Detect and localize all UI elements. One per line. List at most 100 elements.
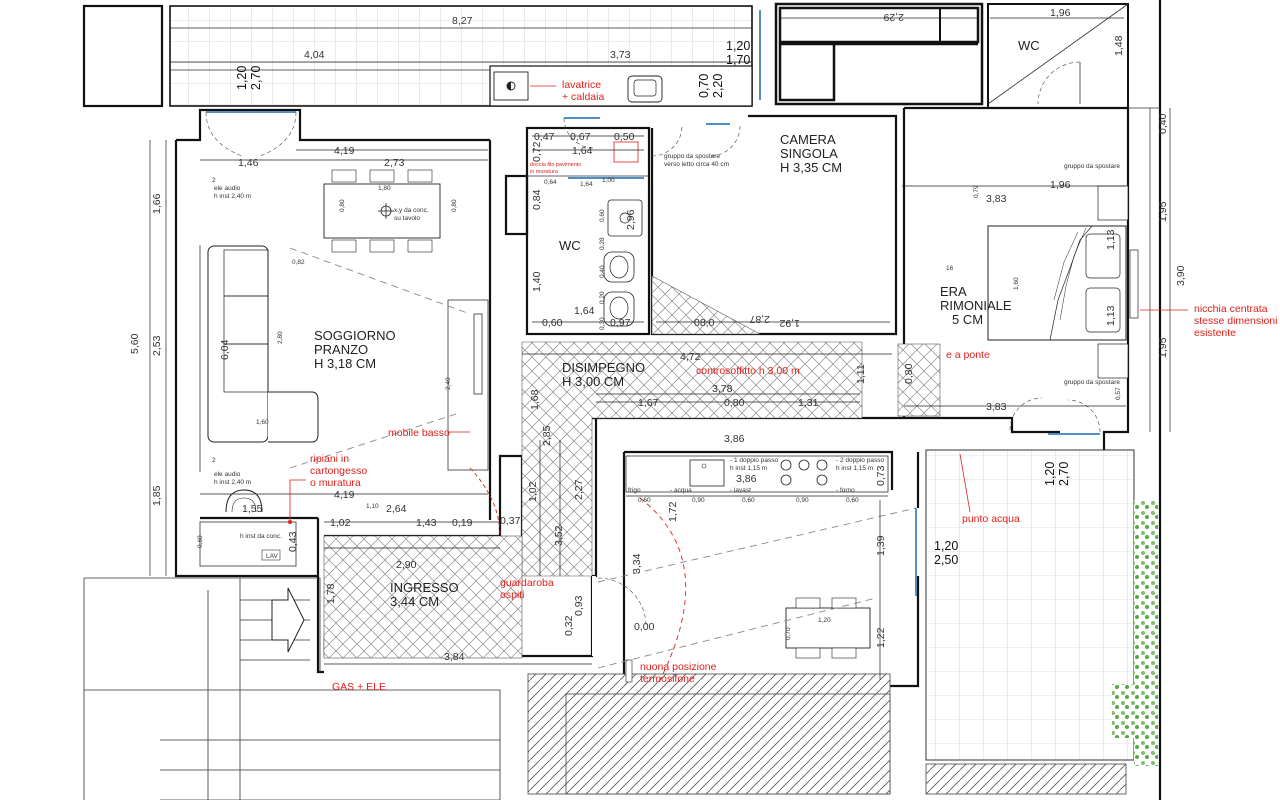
closet-block — [759, 2, 984, 106]
note-2a: 2 — [212, 457, 216, 464]
note-nicchia-2: stesse dimensioni — [1194, 315, 1277, 327]
note-forno: - forno — [836, 487, 855, 494]
dim-d373: 3,73 — [610, 49, 631, 61]
dim-d097: 0,97 — [610, 317, 631, 329]
right-terrace — [925, 449, 1158, 766]
dim-d072: 0,72 — [531, 141, 543, 162]
dim-d472: 4,72 — [680, 351, 701, 363]
dim-d143: 1,43 — [416, 517, 437, 529]
dim-d060b: 0,60 — [742, 497, 755, 504]
dim-d037: 0,37 — [500, 515, 521, 527]
camera-singola-height: H 3,35 CM — [780, 160, 842, 175]
dim-d383b: 3,83 — [986, 401, 1007, 413]
matrimoniale-name2: RIMONIALE — [940, 298, 1012, 313]
wc-top-room — [987, 3, 1129, 109]
dim-d100: 1,00 — [602, 177, 615, 184]
dim-d378: 3,78 — [712, 383, 733, 395]
note-frigo: frigo — [628, 487, 641, 494]
camera-singola-name: CAMERA — [780, 132, 836, 147]
note-doccia-2: in muratura — [530, 169, 559, 175]
dim-d060k: 0,60 — [638, 497, 651, 504]
dim-d390: 3,90 — [1175, 265, 1187, 286]
dim-d192: 1,92 — [779, 317, 800, 329]
windows — [206, 111, 1100, 596]
dim-d111: 1,11 — [855, 364, 867, 384]
kitchen-table — [785, 597, 871, 659]
dim-d060c: 0,60 — [846, 497, 859, 504]
note-doccia-1: doccia filo pavimento — [530, 162, 581, 168]
dim-d139: 1,39 — [875, 535, 887, 556]
dim-d264: 2,64 — [386, 503, 407, 515]
note-2b: 2 — [212, 177, 216, 184]
note-h-inst-2: h inst 2,40 m — [214, 479, 251, 486]
dim-d140: 1,40 — [531, 271, 543, 292]
dim-d196b: 1,96 — [1050, 179, 1071, 191]
dim-d060: 0,60 — [542, 317, 563, 329]
dim-d172: 1,72 — [667, 501, 679, 522]
dim-d164b: 1,64 — [574, 305, 595, 317]
washing-machine — [493, 71, 529, 101]
tv-unit — [447, 299, 489, 471]
dim-d032: 0,32 — [563, 615, 575, 636]
note-controsoffitto: controsoffitto h 3,00 m — [696, 365, 800, 377]
dim-d080t1: 0,80 — [339, 199, 346, 212]
wc-bath-name: WC — [559, 238, 581, 253]
dim-d000: 0,00 — [634, 621, 655, 633]
dim-d164: 1,64 — [572, 145, 593, 157]
ingresso-height: 3,44 CM — [390, 594, 439, 609]
dim-d019: 0,19 — [452, 517, 473, 529]
note-guardaroba-1: guardaroba — [500, 577, 554, 589]
dim-d270a: 2,70 — [249, 66, 263, 90]
note-mobile-basso: mobile basso — [388, 427, 450, 439]
utility-sink — [627, 75, 663, 103]
dim-d229: 2,29 — [883, 11, 904, 23]
dim-d285: 2,85 — [541, 425, 553, 446]
dim-d016: 16 — [946, 265, 954, 272]
dim-d120d: 1,20 — [1043, 462, 1057, 486]
dim-d079: 0,79 — [973, 185, 980, 198]
dim-d080: 08,0 — [694, 317, 715, 329]
dim-d043: 0,43 — [287, 531, 299, 552]
note-h-inst-1: h inst 2,40 m — [214, 193, 251, 200]
dim-d120b: 1,20 — [235, 66, 249, 90]
dim-d185: 1,85 — [151, 485, 163, 506]
dim-d227: 2,27 — [573, 479, 585, 500]
note-gruppo-3: gruppo da spostare — [1064, 379, 1120, 386]
soggiorno-name: SOGGIORNO — [314, 328, 396, 343]
bath-fixtures — [603, 141, 643, 327]
living-shelf — [199, 521, 297, 567]
dim-d120a: 1,20 — [726, 39, 750, 53]
dim-d146: 1,46 — [238, 157, 259, 169]
dim-d082: 0,82 — [292, 259, 305, 266]
dim-d122: 1,22 — [875, 627, 887, 648]
dim-d040: 0,40 — [1157, 113, 1169, 134]
dim-d240: 2,40 — [445, 377, 452, 390]
dim-d334: 3,34 — [631, 553, 643, 574]
double-bed — [987, 185, 1139, 379]
disimpegno-height: H 3,00 CM — [562, 374, 624, 389]
dim-d110: 1,10 — [366, 503, 379, 510]
dim-d160b: 1,60 — [1013, 277, 1020, 290]
soggiorno-height: H 3,18 CM — [314, 356, 376, 371]
radiator — [625, 659, 633, 683]
dim-d113a: 1,13 — [1105, 229, 1117, 250]
dim-d050: 0,50 — [614, 131, 635, 143]
note-ripiani-2: cartongesso — [310, 465, 367, 477]
note-doppio-1: - 1 doppio passo — [730, 457, 778, 464]
dim-d164b: 1,64 — [580, 181, 593, 188]
dim-d167: 1,67 — [638, 397, 659, 409]
dim-d028: 0,28 — [599, 237, 606, 250]
dim-d352: 3,52 — [553, 525, 565, 546]
dim-d560: 5,60 — [129, 333, 141, 354]
note-ele-audio-1: ele audio — [214, 185, 241, 192]
note-guardaroba-2: ospiti — [500, 589, 525, 601]
note-nuova-pos-2: termosifone — [640, 673, 695, 685]
matrimoniale-name: ERA — [940, 284, 967, 299]
note-h-inst-conc: h inst da conc. — [240, 533, 282, 540]
soggiorno-name2: PRANZO — [314, 342, 368, 357]
small-notes: ele audio h inst 2,40 m ele audio h inst… — [212, 153, 1120, 560]
dim-d253: 2,53 — [151, 335, 163, 356]
dim-d073: 0,73 — [875, 465, 887, 486]
dim-d195b: 1,95 — [1157, 337, 1169, 358]
